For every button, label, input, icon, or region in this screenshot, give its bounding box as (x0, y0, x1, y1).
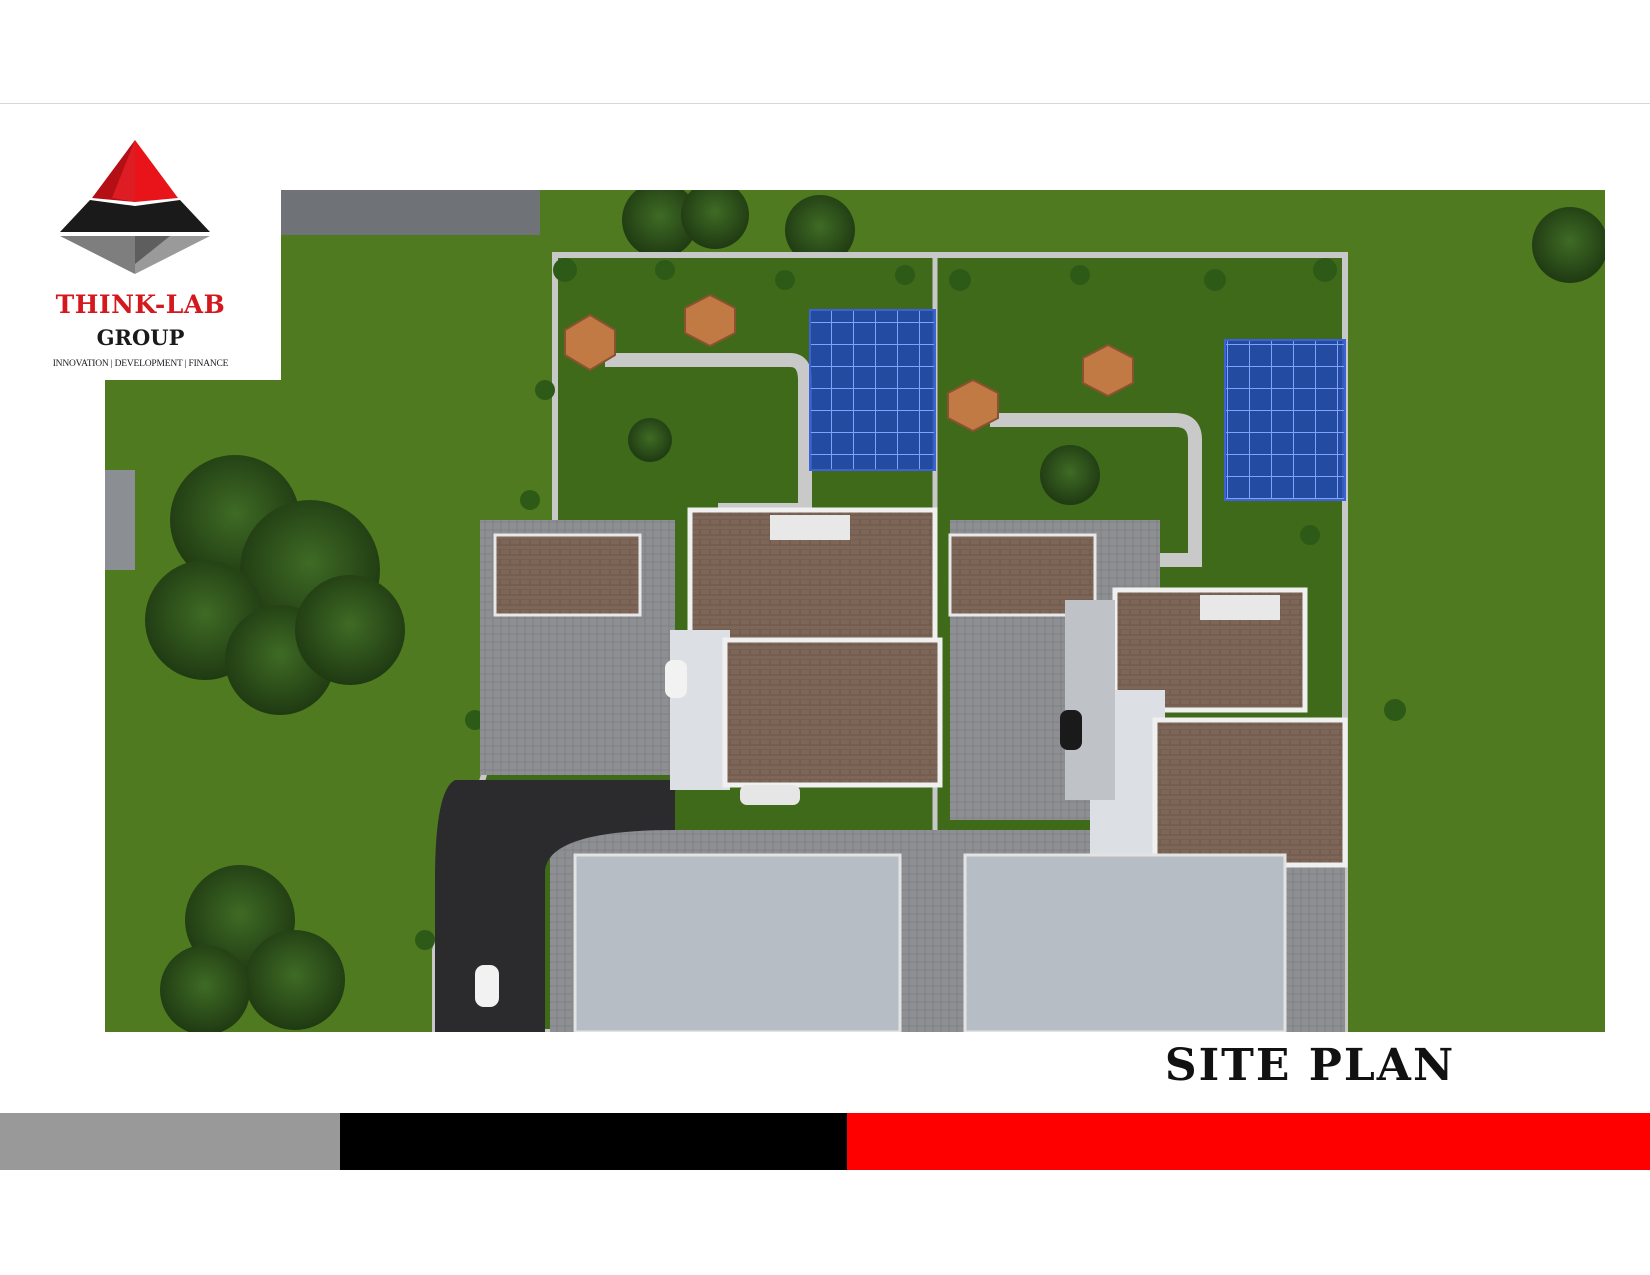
car-icon (475, 660, 1082, 1007)
pyramid-logo-icon (60, 140, 210, 274)
garden-path-right (990, 413, 1202, 567)
brand-name: THINK-LAB (55, 290, 226, 319)
glass-canopy-left (809, 309, 936, 471)
tree-cluster-top (622, 190, 1605, 283)
neighbor-wall (105, 470, 135, 570)
site-plan-render (105, 190, 1605, 1032)
house-roof-right-front (1152, 717, 1348, 868)
footer-band-grey (0, 1113, 340, 1170)
tree-cluster-left (145, 455, 405, 1032)
logo-card: THINK-LAB GROUP INNOVATION | DEVELOPMENT… (0, 104, 281, 380)
brand-group: GROUP (96, 325, 185, 350)
top-divider (0, 103, 1650, 104)
neighbor-roof (280, 190, 540, 235)
footer-band-red (847, 1113, 1650, 1170)
footer-band-black (340, 1113, 847, 1170)
house-side-terrace (1065, 600, 1115, 800)
house-roof-left-front (722, 637, 943, 788)
glass-canopy-right (1224, 339, 1346, 501)
garden-path-left (605, 353, 812, 520)
roof-terrace-left (770, 515, 850, 540)
lower-building-left (573, 853, 902, 1032)
garden-tree-icon (628, 418, 1100, 505)
roof-terrace-right (1200, 595, 1280, 620)
house-white-wall-left (670, 630, 730, 790)
gazebo-icon (564, 293, 1134, 433)
carport-roof-left (493, 533, 642, 617)
lower-building-right (963, 853, 1287, 1032)
brand-tagline: INNOVATION | DEVELOPMENT | FINANCE (52, 359, 229, 369)
page-title: SITE PLAN (1164, 1040, 1456, 1091)
